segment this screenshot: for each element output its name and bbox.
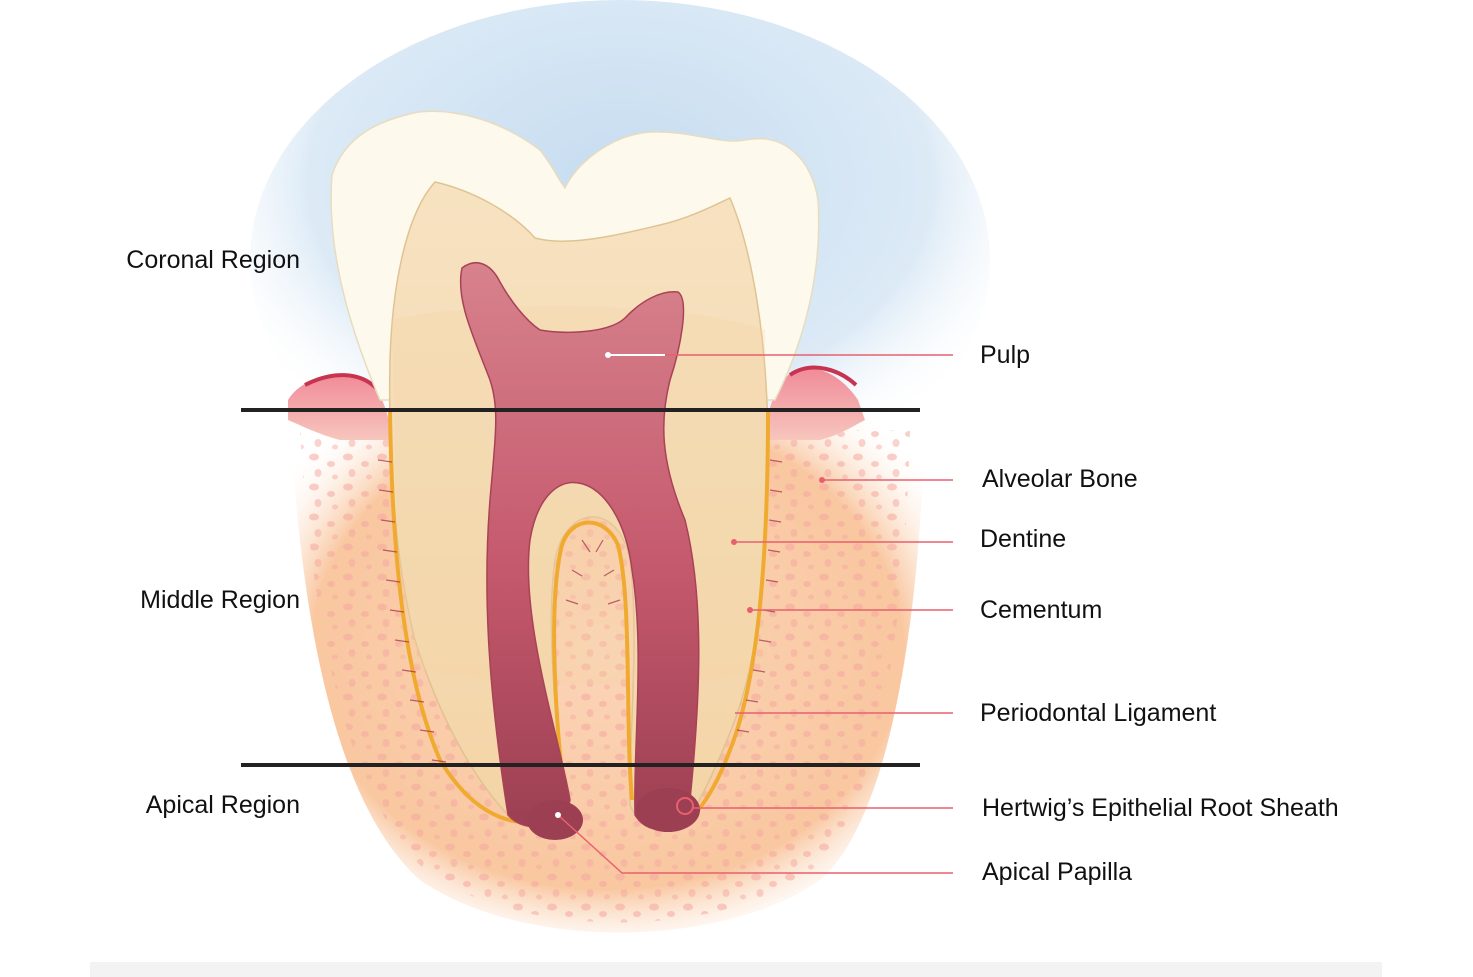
label-cementum: Cementum xyxy=(980,596,1103,624)
gingiva-left-rim xyxy=(304,373,380,392)
periodontal-ligament-fibers xyxy=(377,459,783,763)
leader-lines xyxy=(557,354,953,874)
label-alveolar-bone: Alveolar Bone xyxy=(982,465,1138,493)
apical-papilla-right xyxy=(636,788,700,832)
cementum-inner xyxy=(552,520,634,801)
label-middle-region: Middle Region xyxy=(140,586,300,614)
label-periodontal-ligament: Periodontal Ligament xyxy=(980,699,1217,727)
label-pulp: Pulp xyxy=(980,341,1031,369)
label-coronal-region: Coronal Region xyxy=(126,246,300,274)
label-dentine: Dentine xyxy=(980,525,1067,553)
bottom-strip xyxy=(90,962,1382,977)
cementum-right xyxy=(688,409,770,820)
gingiva-right xyxy=(763,368,865,440)
pulp-chamber xyxy=(459,262,700,830)
cementum-left xyxy=(388,409,536,825)
apical-papilla-left xyxy=(527,800,583,840)
label-apical-papilla: Apical Papilla xyxy=(982,858,1133,886)
label-hertwig-root-sheath: Hertwig’s Epithelial Root Sheath xyxy=(982,794,1339,822)
leader-dots xyxy=(555,352,825,818)
leader-apical-papilla xyxy=(557,814,953,874)
gingiva-right-rim xyxy=(788,365,858,387)
gingiva-left xyxy=(288,375,392,440)
label-apical-region: Apical Region xyxy=(145,791,300,819)
hertwig-root-sheath-marker xyxy=(676,797,694,815)
